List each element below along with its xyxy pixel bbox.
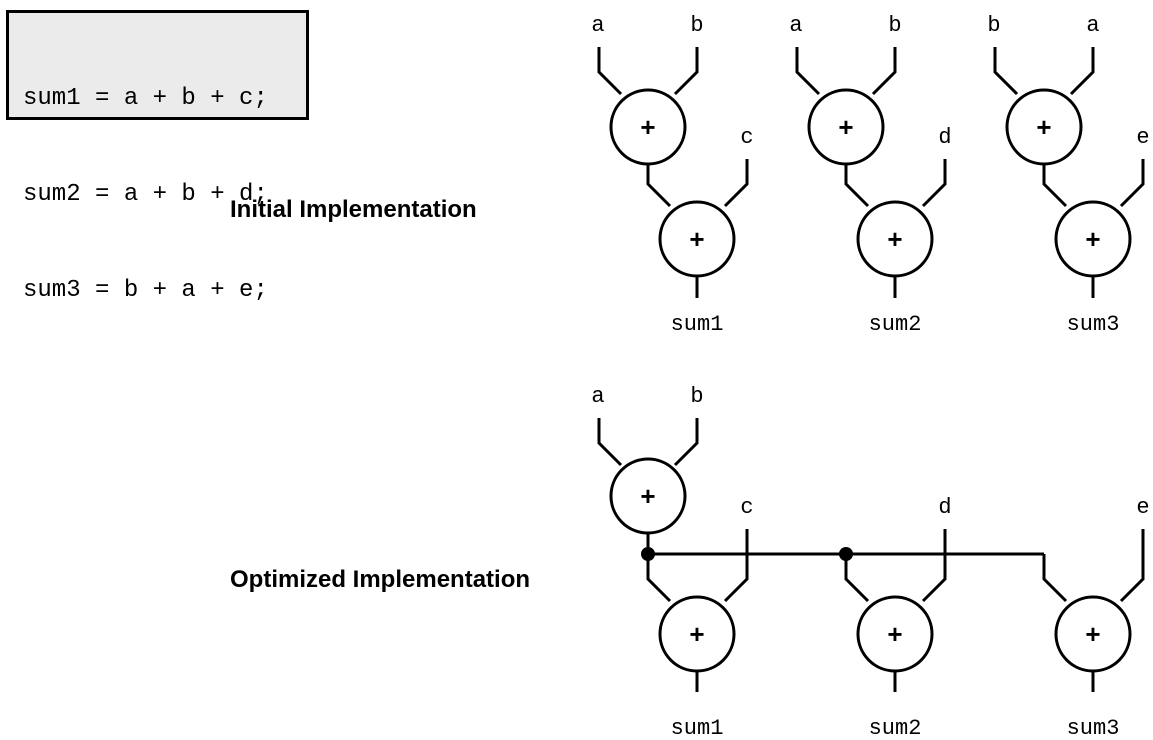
initial-implementation-heading: Initial Implementation [230, 196, 477, 223]
output-label-sum2: sum2 [869, 312, 922, 337]
input-label-e: e [1136, 495, 1149, 520]
wire [921, 529, 947, 603]
wire [993, 47, 1019, 96]
optimized-tree: a b c d e + + + + sum1 [591, 384, 1149, 740]
shared-adder-node [609, 457, 687, 535]
adder-node [658, 595, 736, 673]
wire [673, 418, 699, 467]
input-label-b: b [888, 13, 901, 38]
input-label-c: c [740, 495, 753, 520]
output-label-sum3: sum3 [1067, 312, 1120, 337]
input-label-a: a [591, 13, 604, 38]
input-label-d: d [938, 495, 951, 520]
wire [795, 47, 821, 96]
wire [1042, 554, 1068, 603]
wire [673, 47, 699, 96]
input-label-a: a [789, 13, 802, 38]
code-line-3: sum3 = b + a + e; [23, 277, 268, 304]
wire [844, 554, 870, 603]
wire [597, 47, 623, 96]
output-label-sum1: sum1 [671, 716, 724, 740]
plus-icon: + [1085, 619, 1100, 649]
plus-icon: + [887, 224, 902, 254]
adder-node [807, 88, 885, 166]
adder-node [1005, 88, 1083, 166]
output-label-sum2: sum2 [869, 716, 922, 740]
input-label-c: c [740, 125, 753, 150]
junction-dot [839, 547, 853, 561]
optimized-implementation-heading: Optimized Implementation [230, 566, 531, 593]
adder-node [1054, 595, 1132, 673]
input-label-b: b [690, 384, 703, 409]
adder-node [658, 200, 736, 278]
wire [921, 159, 947, 208]
input-label-e: e [1136, 125, 1149, 150]
input-label-a: a [591, 384, 604, 409]
initial-tree-sum3: b a e + + sum3 [987, 13, 1149, 337]
wire [646, 554, 672, 603]
wire [646, 162, 672, 208]
initial-tree-sum2: a b d + + sum2 [789, 13, 951, 337]
wire [723, 159, 749, 208]
wire [1069, 47, 1095, 96]
wire [844, 162, 870, 208]
adder-node [856, 595, 934, 673]
code-line-2: sum2 = a + b + d; [23, 181, 268, 208]
wire [1042, 162, 1068, 208]
code-snippet: sum1 = a + b + c; sum2 = a + b + d; sum3… [6, 10, 309, 304]
adder-node [1054, 200, 1132, 278]
wire [1119, 529, 1145, 603]
plus-icon: + [689, 619, 704, 649]
output-label-sum1: sum1 [671, 312, 724, 337]
plus-icon: + [1036, 112, 1051, 142]
wire [871, 47, 897, 96]
output-label-sum3: sum3 [1067, 716, 1120, 740]
input-label-b: b [690, 13, 703, 38]
plus-icon: + [838, 112, 853, 142]
junction-dot [641, 547, 655, 561]
wire [597, 418, 623, 467]
plus-icon: + [640, 481, 655, 511]
plus-icon: + [1085, 224, 1100, 254]
adder-node [856, 200, 934, 278]
adder-node [609, 88, 687, 166]
input-label-a: a [1086, 13, 1099, 38]
input-label-b: b [987, 13, 1000, 38]
input-label-d: d [938, 125, 951, 150]
wire [1119, 159, 1145, 208]
plus-icon: + [887, 619, 902, 649]
initial-tree-sum1: a b c + + sum1 [591, 13, 753, 337]
plus-icon: + [640, 112, 655, 142]
wire [723, 529, 749, 603]
code-line-1: sum1 = a + b + c; [23, 85, 268, 112]
plus-icon: + [689, 224, 704, 254]
